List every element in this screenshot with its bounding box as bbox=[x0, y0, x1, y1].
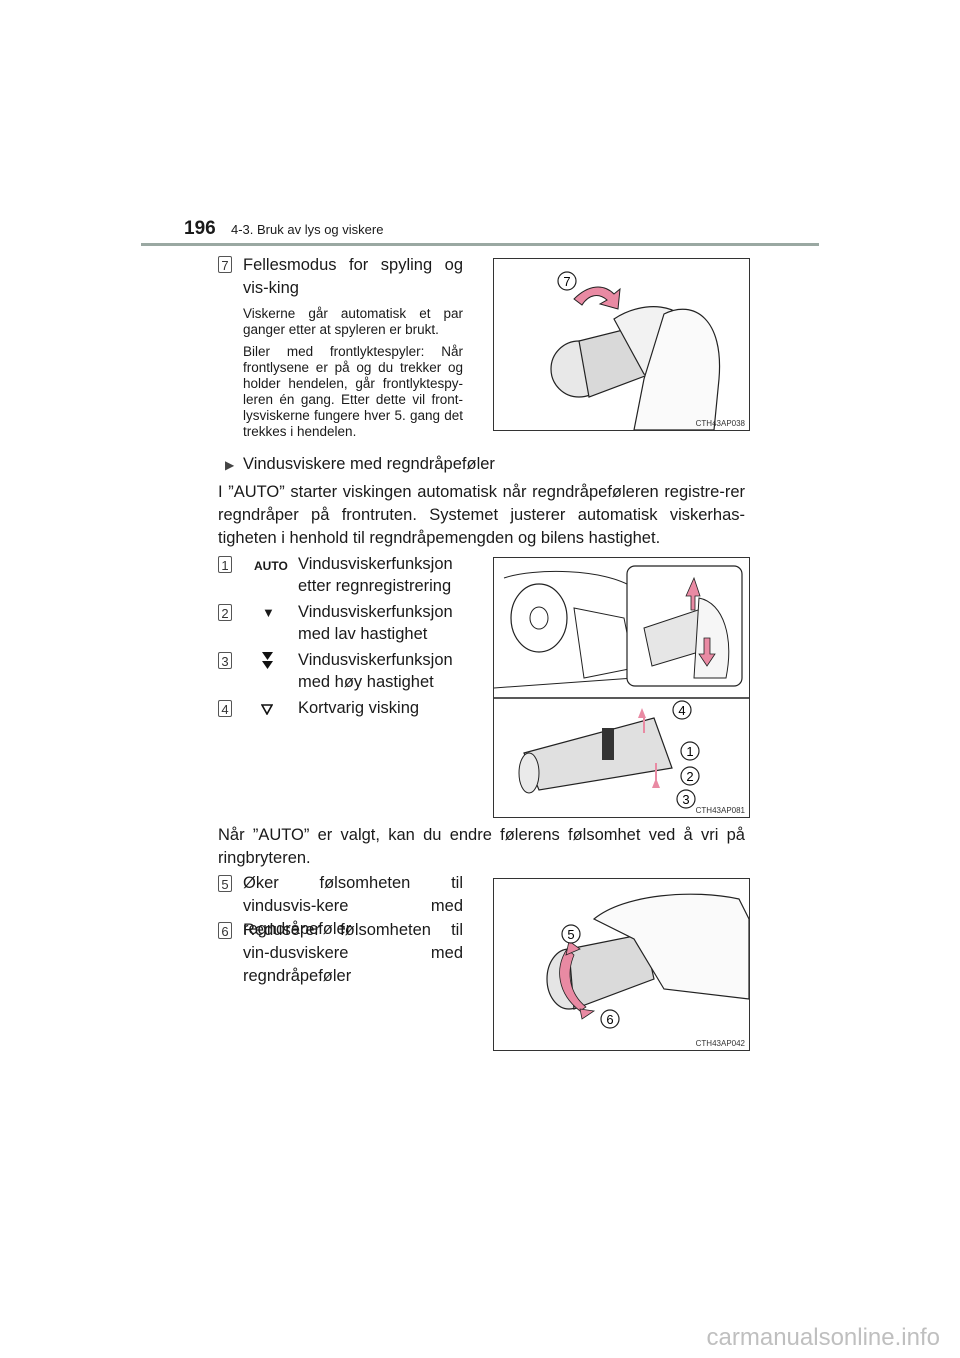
mode-label: Vindusviskerfunksjon bbox=[298, 651, 453, 669]
mist-icon bbox=[261, 704, 273, 715]
wiper-stalk-pull-illustration: 7 bbox=[550, 271, 721, 430]
item-marker-6: 6 bbox=[218, 922, 232, 939]
mode-label: Vindusviskerfunksjon bbox=[298, 555, 453, 573]
item7-para2: Biler med frontlyktespyler: Når frontlys… bbox=[243, 344, 463, 439]
mode-marker: 4 bbox=[218, 700, 232, 717]
ring-switch-illustration: 5 6 bbox=[546, 893, 749, 1029]
figure-wash-mode: 7 CTH43AP038 bbox=[493, 258, 750, 431]
figure-code: CTH43AP081 bbox=[695, 806, 745, 815]
auto-note: Når ”AUTO” er valgt, kan du endre følere… bbox=[218, 826, 745, 867]
callout-5: 5 bbox=[567, 927, 574, 942]
callout-6: 6 bbox=[606, 1012, 613, 1027]
item-marker-5: 5 bbox=[218, 875, 232, 892]
section-title: 4-3. Bruk av lys og viskere bbox=[231, 222, 384, 237]
dashboard-and-stalk-illustration: 4 1 2 3 bbox=[494, 565, 749, 809]
figure-rain-sensor: 4 1 2 3 CTH43AP081 bbox=[493, 557, 750, 818]
figure-code: CTH43AP038 bbox=[695, 419, 745, 428]
mode-label-2: med lav hastighet bbox=[298, 625, 428, 643]
mode-item-low: 2 ▼ Vindusviskerfunksjon med lav hastigh… bbox=[218, 601, 488, 649]
mode-marker: 2 bbox=[218, 604, 232, 621]
watermark: carmanualsonline.info bbox=[706, 1324, 940, 1351]
mode-item-auto: 1 AUTO Vindusviskerfunksjon etter regnre… bbox=[218, 553, 488, 601]
sensitivity-decrease: Reduserer følsomheten til vin-dusviskere… bbox=[243, 921, 463, 985]
callout-2: 2 bbox=[686, 769, 693, 784]
callout-4: 4 bbox=[678, 703, 685, 718]
low-speed-icon: ▼ bbox=[262, 605, 275, 620]
mode-marker: 1 bbox=[218, 556, 232, 573]
mode-item-mist: 4 Kortvarig visking bbox=[218, 697, 488, 727]
figure-sensitivity: 5 6 CTH43AP042 bbox=[493, 878, 750, 1051]
mode-label-2: etter regnregistrering bbox=[298, 577, 452, 595]
bullet-triangle-icon: ▶ bbox=[225, 458, 235, 472]
mode-label-2: med høy hastighet bbox=[298, 673, 434, 691]
figure-code: CTH43AP042 bbox=[695, 1039, 745, 1048]
rain-section-intro: I ”AUTO” starter viskingen automatisk nå… bbox=[218, 483, 745, 547]
mode-label: Vindusviskerfunksjon bbox=[298, 603, 453, 621]
item7-title: Fellesmodus for spyling og vis-king bbox=[243, 256, 463, 297]
callout-7: 7 bbox=[563, 274, 570, 289]
mode-label: Kortvarig visking bbox=[298, 699, 420, 717]
item-marker-7: 7 bbox=[218, 256, 232, 273]
callout-1: 1 bbox=[686, 744, 693, 759]
mode-item-high: 3 Vindusviskerfunksjon med høy hastighet bbox=[218, 649, 488, 697]
header-rule bbox=[141, 243, 819, 246]
callout-3: 3 bbox=[682, 792, 689, 807]
mode-marker: 3 bbox=[218, 652, 232, 669]
auto-icon: AUTO bbox=[254, 559, 288, 573]
sensitivity-increase: Øker følsomheten til vindusvis-kere med … bbox=[243, 874, 463, 938]
high-speed-icon bbox=[262, 652, 273, 669]
rain-section-heading: Vindusviskere med regndråpeføler bbox=[243, 455, 495, 473]
item7-para1: Viskerne går automatisk et par ganger et… bbox=[243, 306, 463, 337]
modes-list: 1 AUTO Vindusviskerfunksjon etter regnre… bbox=[218, 553, 488, 727]
page-number: 196 bbox=[184, 218, 216, 239]
